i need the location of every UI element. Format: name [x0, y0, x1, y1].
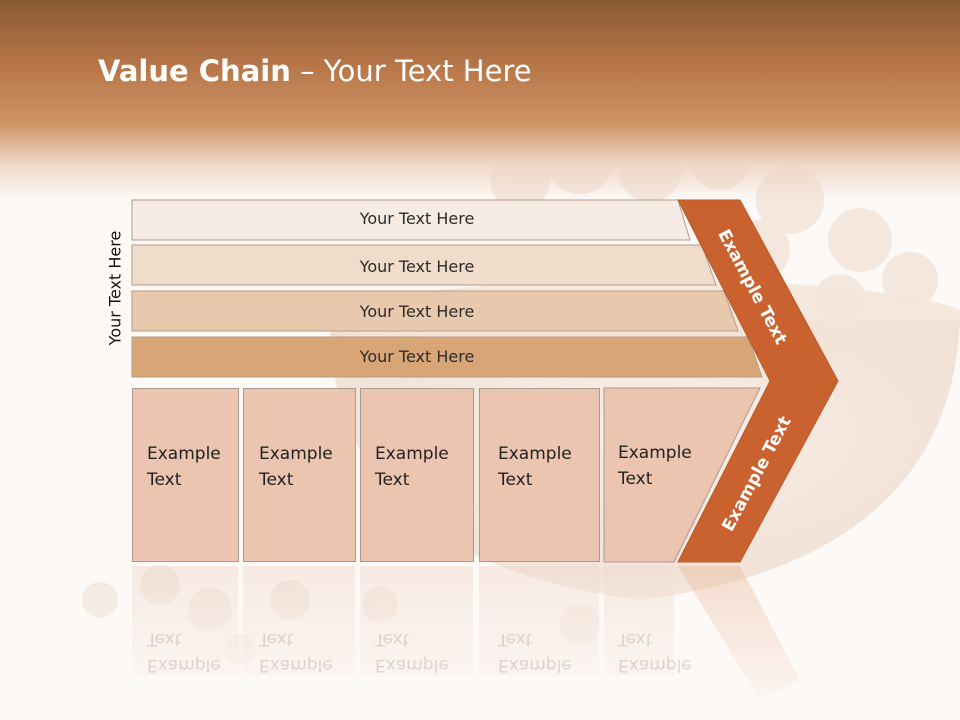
- card-5: Example Text: [604, 388, 704, 562]
- card-4-label: Example Text: [498, 444, 572, 490]
- title-bold: Value Chain: [98, 54, 291, 88]
- card-3: Example Text: [360, 388, 474, 562]
- card-1: Example Text: [132, 388, 239, 562]
- chevron-arrow: [677, 199, 839, 563]
- title-rest: – Your Text Here: [290, 54, 532, 88]
- card-3-label: Example Text: [375, 444, 449, 490]
- card-1-label: Example Text: [147, 444, 221, 490]
- card-2-reflection-text: Example Text: [259, 629, 333, 675]
- bar-2-shape: [131, 244, 717, 286]
- card-2: Example Text: [243, 388, 356, 562]
- card-5-label: Example Text: [618, 443, 692, 489]
- bar-4-label: Your Text Here: [359, 347, 475, 366]
- header-band: [0, 0, 960, 200]
- bar-3-shape: [131, 290, 739, 332]
- card-4: Example Text: [479, 388, 600, 562]
- bar-3-label: Your Text Here: [359, 302, 475, 321]
- bar-4-shape: [131, 336, 763, 378]
- card-3-reflection-text: Example Text: [375, 629, 449, 675]
- reflection-fade: [0, 566, 960, 720]
- bar-2-label: Your Text Here: [359, 257, 475, 276]
- slide-title: Value Chain – Your Text Here: [98, 54, 532, 88]
- bar-1-label: Your Text Here: [359, 209, 475, 228]
- card-4-reflection-text: Example Text: [498, 629, 572, 675]
- card-5-shape: [603, 387, 761, 563]
- card-2-label: Example Text: [259, 444, 333, 490]
- card-1-reflection-text: Example Text: [147, 629, 221, 675]
- card-5-reflection-text: Example Text: [618, 629, 692, 675]
- bar-1-shape: [131, 199, 691, 241]
